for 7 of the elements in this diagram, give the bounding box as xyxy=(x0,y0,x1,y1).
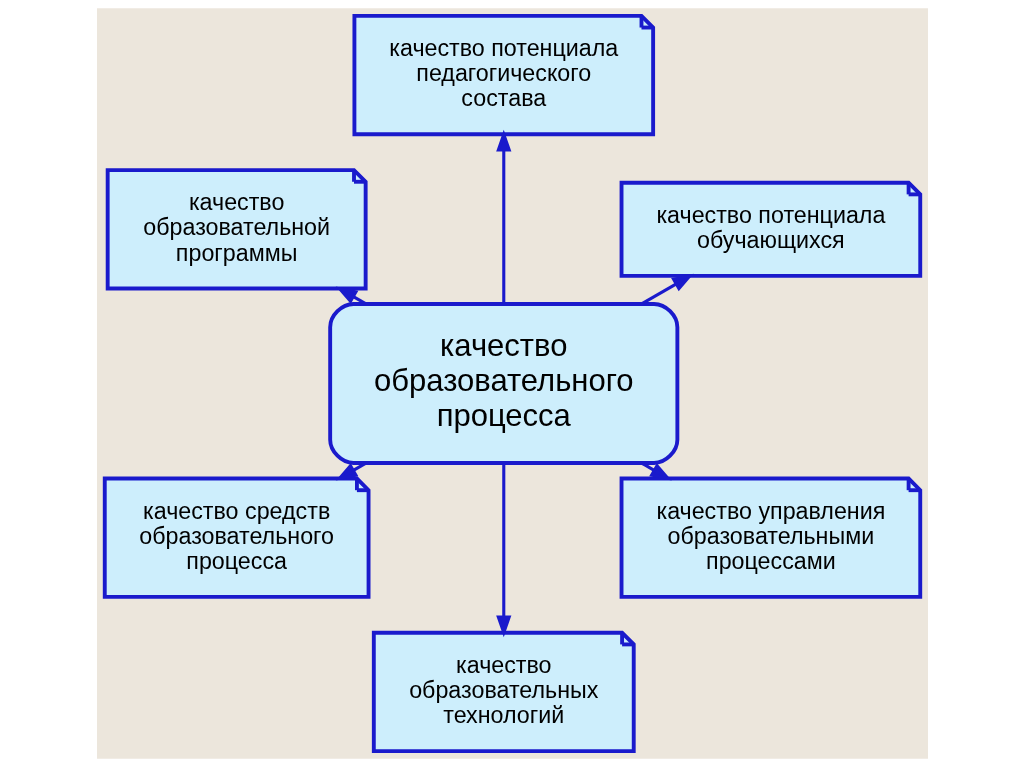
arrow xyxy=(640,462,672,481)
node-box: качество образовательного процесса xyxy=(327,302,679,465)
arrow xyxy=(335,462,366,481)
arrow xyxy=(335,286,366,305)
arrow xyxy=(495,463,511,638)
arrow xyxy=(640,273,694,305)
arrow xyxy=(495,129,511,304)
